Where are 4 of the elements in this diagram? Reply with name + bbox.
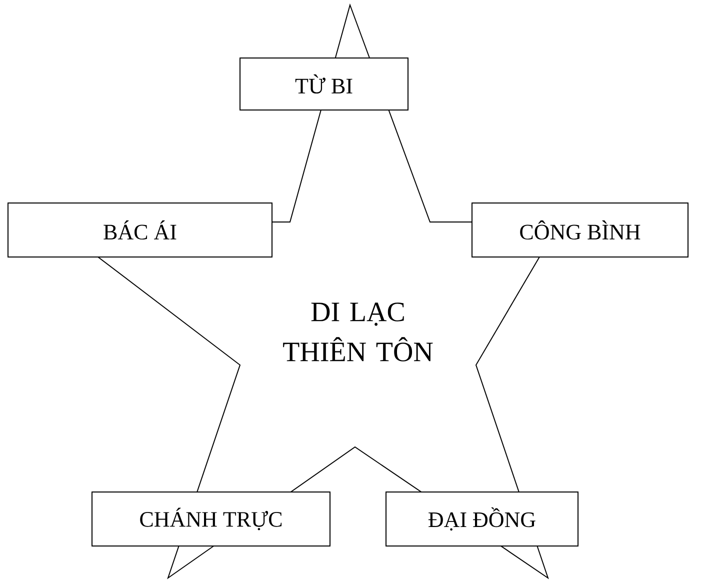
label-box: CÔNG BÌNH [472,202,688,258]
label-box: TỪ BI [240,58,408,110]
label-box: BÁC ÁI [8,202,272,258]
label-box: ĐẠI ĐỒNG [386,492,578,546]
